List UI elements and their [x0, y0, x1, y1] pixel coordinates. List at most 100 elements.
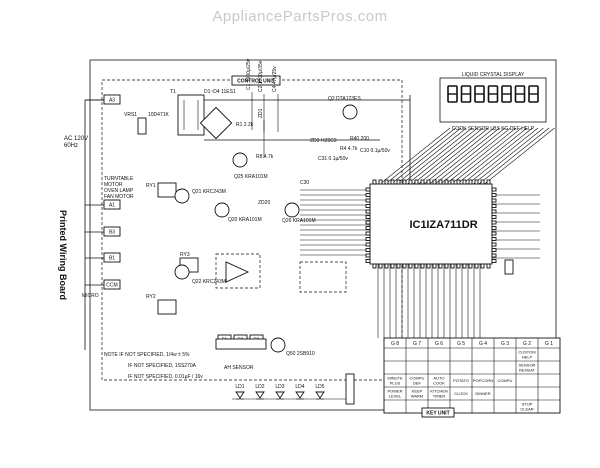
- key-label: CUSTOM: [518, 350, 535, 355]
- connector-label: B3: [109, 230, 115, 236]
- label-ry3: RY3: [180, 252, 190, 258]
- wire: [473, 127, 544, 185]
- side-label: Printed Wiring Board: [58, 210, 68, 300]
- key-label: AUTO: [433, 376, 444, 381]
- ic-pin: [491, 242, 497, 247]
- key-label: KEEP: [412, 389, 423, 394]
- ic-pin: [378, 179, 383, 185]
- component-label: C30: [300, 180, 309, 186]
- label-d1-d4: D1~D4 11ES1: [204, 89, 236, 95]
- board-outline: [89, 59, 557, 411]
- component-label: ZD20: [258, 200, 270, 206]
- wire: [385, 127, 456, 185]
- ic-pin: [408, 263, 413, 269]
- ic-pin: [444, 263, 449, 269]
- component-label: C4 47µ/25v: [272, 66, 278, 92]
- led-ld4: [295, 391, 305, 399]
- key-label: COMPU: [410, 376, 425, 381]
- key-label: KITCHEN: [430, 389, 448, 394]
- key-label: CLOCK: [454, 391, 468, 396]
- load-turntable-2: MOTOR: [104, 182, 123, 188]
- key-label: PLUS: [390, 381, 401, 386]
- ic-pin: [396, 263, 401, 269]
- transistor-q26: [284, 202, 300, 218]
- ic-pin: [402, 263, 407, 269]
- power-line1: AC 120V: [64, 136, 88, 142]
- ic-pin: [491, 215, 497, 219]
- note-1: NOTE IF NOT SPECIFIED, 1/4w ± 5%: [104, 352, 190, 358]
- ic-pin: [491, 209, 497, 214]
- ic-pin: [414, 263, 419, 269]
- key-col-header: G 4: [479, 341, 487, 347]
- key-col-header: G 1: [545, 341, 553, 347]
- key-col-header: G 8: [391, 341, 399, 347]
- connector-a3: [103, 94, 121, 105]
- ic-pin: [426, 179, 431, 185]
- label-ld1: LD1: [235, 384, 244, 390]
- transformer-t1: [177, 94, 205, 136]
- ic-pin: [426, 263, 431, 269]
- ic-pin: [456, 263, 461, 269]
- control-unit-tag: [231, 75, 281, 86]
- key-col-header: G 5: [457, 341, 465, 347]
- ic1-package: [369, 183, 493, 265]
- varistor: [137, 117, 147, 135]
- ic-pin: [365, 220, 371, 225]
- wire: [429, 127, 500, 185]
- crystal: [504, 259, 514, 275]
- component-label: ZD1: [258, 108, 264, 118]
- wire: [462, 127, 533, 185]
- component-label: C1 1000µ/25v: [246, 58, 252, 90]
- component-label: R1 2.2k: [236, 122, 254, 128]
- ic-pin: [474, 263, 479, 269]
- key-unit-label: KEY UNIT: [426, 411, 449, 417]
- label-ry1: RY1: [146, 183, 156, 189]
- wire: [478, 127, 550, 185]
- ic-pin: [365, 198, 371, 203]
- relay-ry1: [157, 182, 177, 198]
- transistor-q50: [270, 337, 286, 353]
- key-col-header: G 7: [413, 341, 421, 347]
- ic-pin: [468, 263, 473, 269]
- label-q25: Q25 KRA101M: [234, 174, 268, 180]
- label-t1: T1: [170, 89, 176, 95]
- transistor-q22: [174, 264, 190, 280]
- ic-pin: [372, 263, 377, 269]
- connector-b1: [103, 252, 121, 263]
- connector-b3: [103, 226, 121, 237]
- key-label: POPCORN: [473, 378, 493, 383]
- ic-pin: [365, 231, 371, 236]
- ic-pin: [462, 263, 467, 269]
- key-label: LEVEL: [389, 394, 402, 399]
- ic-pin: [491, 198, 497, 203]
- ic-pin: [462, 179, 467, 185]
- key-label: TIMER: [433, 394, 446, 399]
- led-ld1: [235, 391, 245, 399]
- key-unit-tag: [421, 407, 455, 418]
- ic-pin: [378, 263, 383, 269]
- key-label: POWER: [387, 389, 402, 394]
- load-turntable-1: TURNTABLE: [104, 176, 134, 182]
- ic1-pins: [365, 179, 497, 269]
- ic-pin: [491, 259, 497, 263]
- lcd-frame: [439, 77, 547, 123]
- key-label: COOK: [433, 381, 445, 386]
- ic-pin: [402, 179, 407, 185]
- connector-label: A3: [109, 98, 115, 104]
- wire: [434, 127, 506, 185]
- label-ld2: LD2: [255, 384, 264, 390]
- connector-ccm: [103, 279, 121, 290]
- wire: [451, 127, 522, 185]
- ic-pin: [456, 179, 461, 185]
- connector-label: CCM: [106, 283, 117, 289]
- ic-pin: [468, 179, 473, 185]
- label-ld4: LD4: [295, 384, 304, 390]
- transistor-q21: [174, 188, 190, 204]
- ic-pin: [432, 263, 437, 269]
- lcd-title: LIQUID CRYSTAL DISPLAY: [462, 72, 525, 78]
- led-connector: [345, 373, 355, 405]
- wire: [407, 127, 478, 185]
